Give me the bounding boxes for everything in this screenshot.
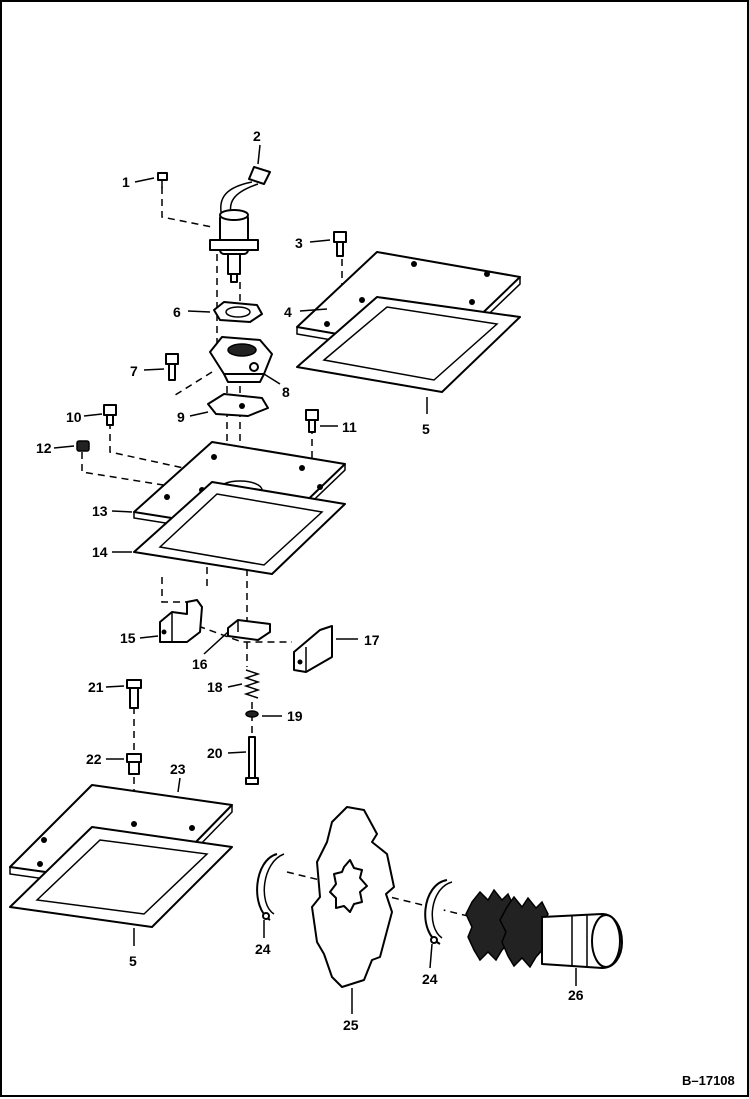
- bolt-3: [333, 231, 347, 257]
- callout-2: 2: [253, 128, 261, 144]
- gasket-5-bottom: [9, 826, 233, 928]
- pin-21: [126, 679, 142, 709]
- gasket-9: [207, 393, 269, 417]
- valve-housing-8: [209, 336, 273, 383]
- callout-25: 25: [343, 1017, 359, 1033]
- disc-plate-25: [311, 806, 395, 988]
- drawing-reference-number: B–17108: [682, 1073, 735, 1088]
- bolt-7: [165, 353, 179, 381]
- bolt-11: [305, 409, 319, 433]
- gasket-14: [133, 481, 346, 575]
- bolt-20: [245, 736, 259, 785]
- callout-3: 3: [295, 235, 303, 251]
- callout-8: 8: [282, 384, 290, 400]
- solenoid-2: [209, 166, 271, 283]
- callout-12: 12: [36, 440, 52, 456]
- screw-1: [157, 172, 168, 188]
- gasket-5-top: [296, 296, 521, 393]
- slider-16: [227, 619, 271, 641]
- retaining-ring-24-left: [256, 853, 285, 921]
- callout-labels: 2 1 3 4 5 6 7 8 9 10 11 12 13 14 15 16 1…: [36, 128, 584, 1033]
- callout-7: 7: [130, 363, 138, 379]
- spring-18: [243, 669, 261, 699]
- callout-5-bottom: 5: [129, 953, 137, 969]
- callout-11: 11: [342, 419, 357, 435]
- nut-12: [76, 440, 90, 452]
- callout-19: 19: [287, 708, 303, 724]
- callout-24-right: 24: [422, 971, 438, 987]
- sprocket-shaft-26: [465, 888, 623, 969]
- plug-22: [126, 753, 142, 775]
- bracket-15: [159, 599, 203, 643]
- callout-15: 15: [120, 630, 136, 646]
- callout-18: 18: [207, 679, 223, 695]
- callout-26: 26: [568, 987, 584, 1003]
- callout-13: 13: [92, 503, 108, 519]
- callout-20: 20: [207, 745, 223, 761]
- callout-17: 17: [364, 632, 380, 648]
- callout-9: 9: [177, 409, 185, 425]
- callout-14: 14: [92, 544, 108, 560]
- retaining-ring-24-right: [424, 879, 453, 945]
- callout-4: 4: [284, 304, 292, 320]
- callout-1: 1: [122, 174, 130, 190]
- callout-16: 16: [192, 656, 208, 672]
- callout-24-left: 24: [255, 941, 271, 957]
- callout-22: 22: [86, 751, 102, 767]
- callout-6: 6: [173, 304, 181, 320]
- callout-5-top: 5: [422, 421, 430, 437]
- callout-23: 23: [170, 761, 186, 777]
- callout-10: 10: [66, 409, 82, 425]
- leader-lines: [53, 144, 577, 1014]
- washer-19: [245, 710, 259, 718]
- callout-21: 21: [88, 679, 104, 695]
- bracket-17: [293, 625, 333, 673]
- gasket-6: [213, 301, 263, 323]
- bolt-10: [103, 404, 117, 426]
